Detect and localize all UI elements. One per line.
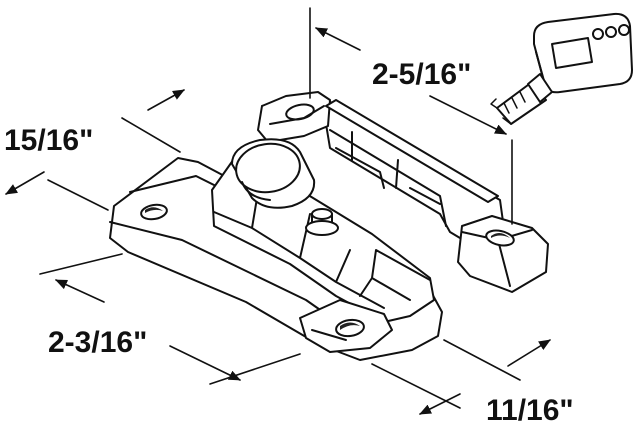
dim-lock-length [309, 7, 513, 225]
keeper-height-label: 11/16" [486, 394, 574, 427]
lock-width-label: 15/16" [4, 124, 93, 157]
dim-keeper-length [39, 253, 301, 385]
keeper-bracket [257, 91, 549, 293]
dim-keeper-height [371, 339, 551, 415]
key-icon [490, 12, 633, 125]
keeper-length-label: 2-3/16" [48, 326, 147, 359]
lock-length-label: 2-5/16" [372, 58, 471, 91]
sash-lock-body [109, 138, 443, 361]
dim-lock-width [5, 89, 185, 211]
